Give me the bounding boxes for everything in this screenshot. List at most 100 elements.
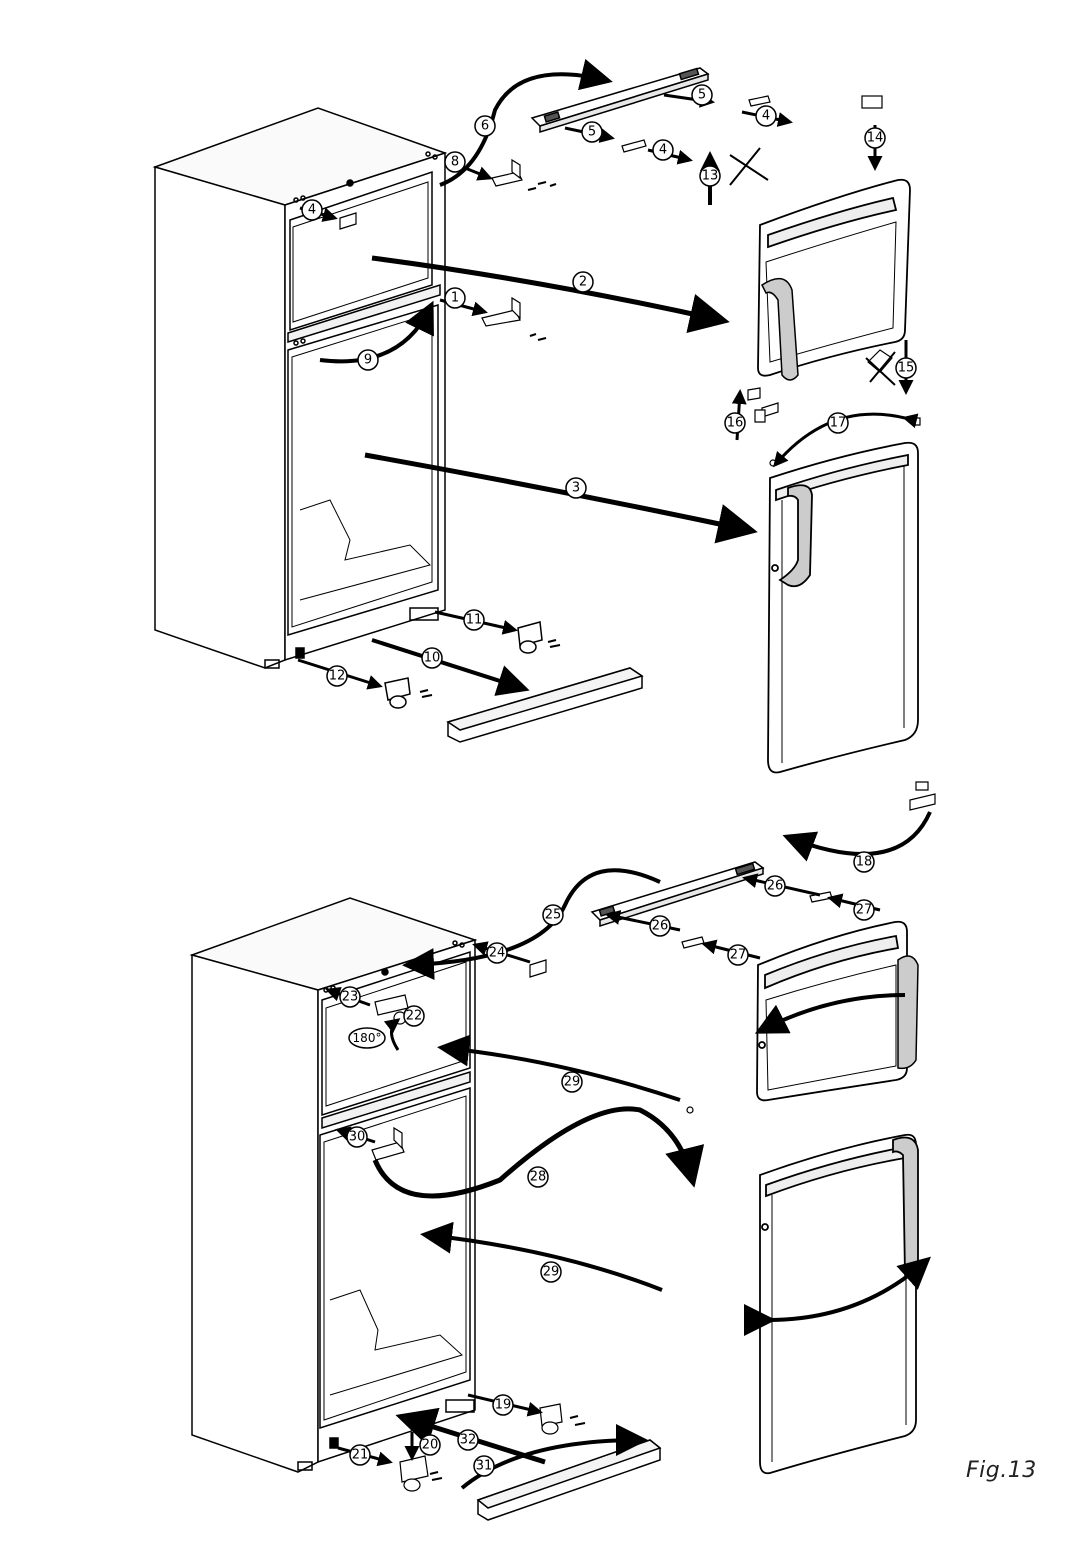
svg-text:13: 13 xyxy=(702,169,719,184)
svg-text:8: 8 xyxy=(451,155,459,170)
figure-caption: Fig.13 xyxy=(966,1458,1037,1483)
step-badge-15: 15 xyxy=(895,357,917,379)
step-badge-9: 9 xyxy=(357,349,379,371)
step-badge-5a: 5 xyxy=(691,84,713,106)
svg-text:25: 25 xyxy=(545,908,562,923)
svg-text:1: 1 xyxy=(451,291,459,306)
step-badge-4c: 4 xyxy=(755,105,777,127)
svg-text:26: 26 xyxy=(652,919,669,934)
crossed-out-icon-13 xyxy=(729,147,769,186)
svg-text:10: 10 xyxy=(424,651,441,666)
step-badge-27b: 27 xyxy=(727,944,749,966)
step-badge-2: 2 xyxy=(572,271,594,293)
svg-text:14: 14 xyxy=(867,131,884,146)
arrow-9 xyxy=(319,300,434,364)
step-badge-26a: 26 xyxy=(764,875,786,897)
svg-text:2: 2 xyxy=(579,275,587,290)
top-hinge-cover-strip xyxy=(530,67,710,134)
step-badge-10: 10 xyxy=(421,647,443,669)
svg-text:28: 28 xyxy=(530,1170,547,1185)
step-badge-27a: 27 xyxy=(853,899,875,921)
svg-text:18: 18 xyxy=(856,855,873,870)
svg-text:21: 21 xyxy=(352,1448,369,1463)
step-badge-13: 13 xyxy=(699,165,721,187)
step-badge-4b: 4 xyxy=(652,139,674,161)
step-badge-24: 24 xyxy=(486,942,508,964)
svg-text:30: 30 xyxy=(349,1130,366,1145)
arrow-25 xyxy=(402,868,661,981)
top-hinge-cover-strip-bottom xyxy=(590,861,765,928)
fridge-cabinet-bottom xyxy=(189,897,478,1473)
svg-text:12: 12 xyxy=(329,669,346,684)
svg-text:29: 29 xyxy=(543,1265,560,1280)
step-badge-22: 22 xyxy=(403,1005,425,1027)
svg-text:15: 15 xyxy=(898,361,915,376)
step-badge-5b: 5 xyxy=(581,121,603,143)
step-badge-4a: 4 xyxy=(301,199,323,221)
step-badge-18: 18 xyxy=(853,851,875,873)
step-badge-23: 23 xyxy=(339,986,361,1008)
freezer-door-top xyxy=(757,178,911,381)
arrow-6 xyxy=(439,58,613,187)
arrow-door-swap-top xyxy=(754,993,906,1034)
svg-text:29: 29 xyxy=(564,1075,581,1090)
freezer-door-bottom xyxy=(756,920,919,1102)
arrow-2 xyxy=(371,255,730,334)
svg-text:6: 6 xyxy=(481,119,489,134)
step-badge-30: 30 xyxy=(346,1126,368,1148)
small-parts-top xyxy=(339,95,883,341)
arrow-8 xyxy=(464,166,493,181)
arrow-22 xyxy=(383,1018,401,1051)
svg-text:5: 5 xyxy=(698,88,706,103)
svg-text:4: 4 xyxy=(659,143,667,158)
step-badge-16: 16 xyxy=(724,412,746,434)
svg-text:11: 11 xyxy=(466,613,483,628)
arrow-29b xyxy=(420,1221,663,1292)
arrow-31 xyxy=(460,1424,648,1490)
svg-text:24: 24 xyxy=(489,946,506,961)
step-badge-21: 21 xyxy=(349,1444,371,1466)
svg-text:26: 26 xyxy=(767,879,784,894)
arrow-29a xyxy=(437,1034,681,1102)
step-badge-29b: 29 xyxy=(540,1261,562,1283)
svg-text:32: 32 xyxy=(460,1433,477,1448)
svg-text:19: 19 xyxy=(495,1398,512,1413)
svg-text:31: 31 xyxy=(476,1459,493,1474)
step-badge-20: 20 xyxy=(419,1434,441,1456)
step-badge-1: 1 xyxy=(444,287,466,309)
plinth-bottom xyxy=(476,1439,662,1521)
step-badge-19: 19 xyxy=(492,1394,514,1416)
step-badge-31: 31 xyxy=(473,1455,495,1477)
step-badge-28: 28 xyxy=(527,1166,549,1188)
feet-and-plinth-top xyxy=(384,621,644,743)
svg-text:4: 4 xyxy=(308,203,316,218)
svg-text:5: 5 xyxy=(588,125,596,140)
svg-text:16: 16 xyxy=(727,416,744,431)
fridge-door-top xyxy=(767,441,919,774)
step-badge-32: 32 xyxy=(457,1429,479,1451)
arrow-door-swap-bottom xyxy=(743,1256,931,1337)
svg-text:27: 27 xyxy=(856,903,873,918)
step-badge-17: 17 xyxy=(827,412,849,434)
arrow-10 xyxy=(371,638,530,696)
step-badge-3: 3 xyxy=(565,477,587,499)
step-badge-26b: 26 xyxy=(649,915,671,937)
arrow-3 xyxy=(364,452,758,544)
step-badge-14: 14 xyxy=(864,127,886,149)
svg-text:22: 22 xyxy=(406,1009,423,1024)
fridge-cabinet-top xyxy=(152,107,448,669)
step-badge-6: 6 xyxy=(474,115,496,137)
svg-text:27: 27 xyxy=(730,948,747,963)
step-badge-11: 11 xyxy=(463,609,485,631)
svg-text:17: 17 xyxy=(830,416,847,431)
small-parts-bottom xyxy=(371,891,833,1492)
step-badge-8: 8 xyxy=(444,151,466,173)
step-badges: 1 2 3 4 4 4 5 5 6 8 9 10 11 12 13 14 15 … xyxy=(301,84,917,1477)
arrow-18 xyxy=(782,811,932,862)
rotation-badge: 180° xyxy=(348,1027,386,1049)
svg-text:20: 20 xyxy=(422,1438,439,1453)
svg-text:3: 3 xyxy=(572,481,580,496)
fridge-door-bottom xyxy=(759,1133,919,1475)
